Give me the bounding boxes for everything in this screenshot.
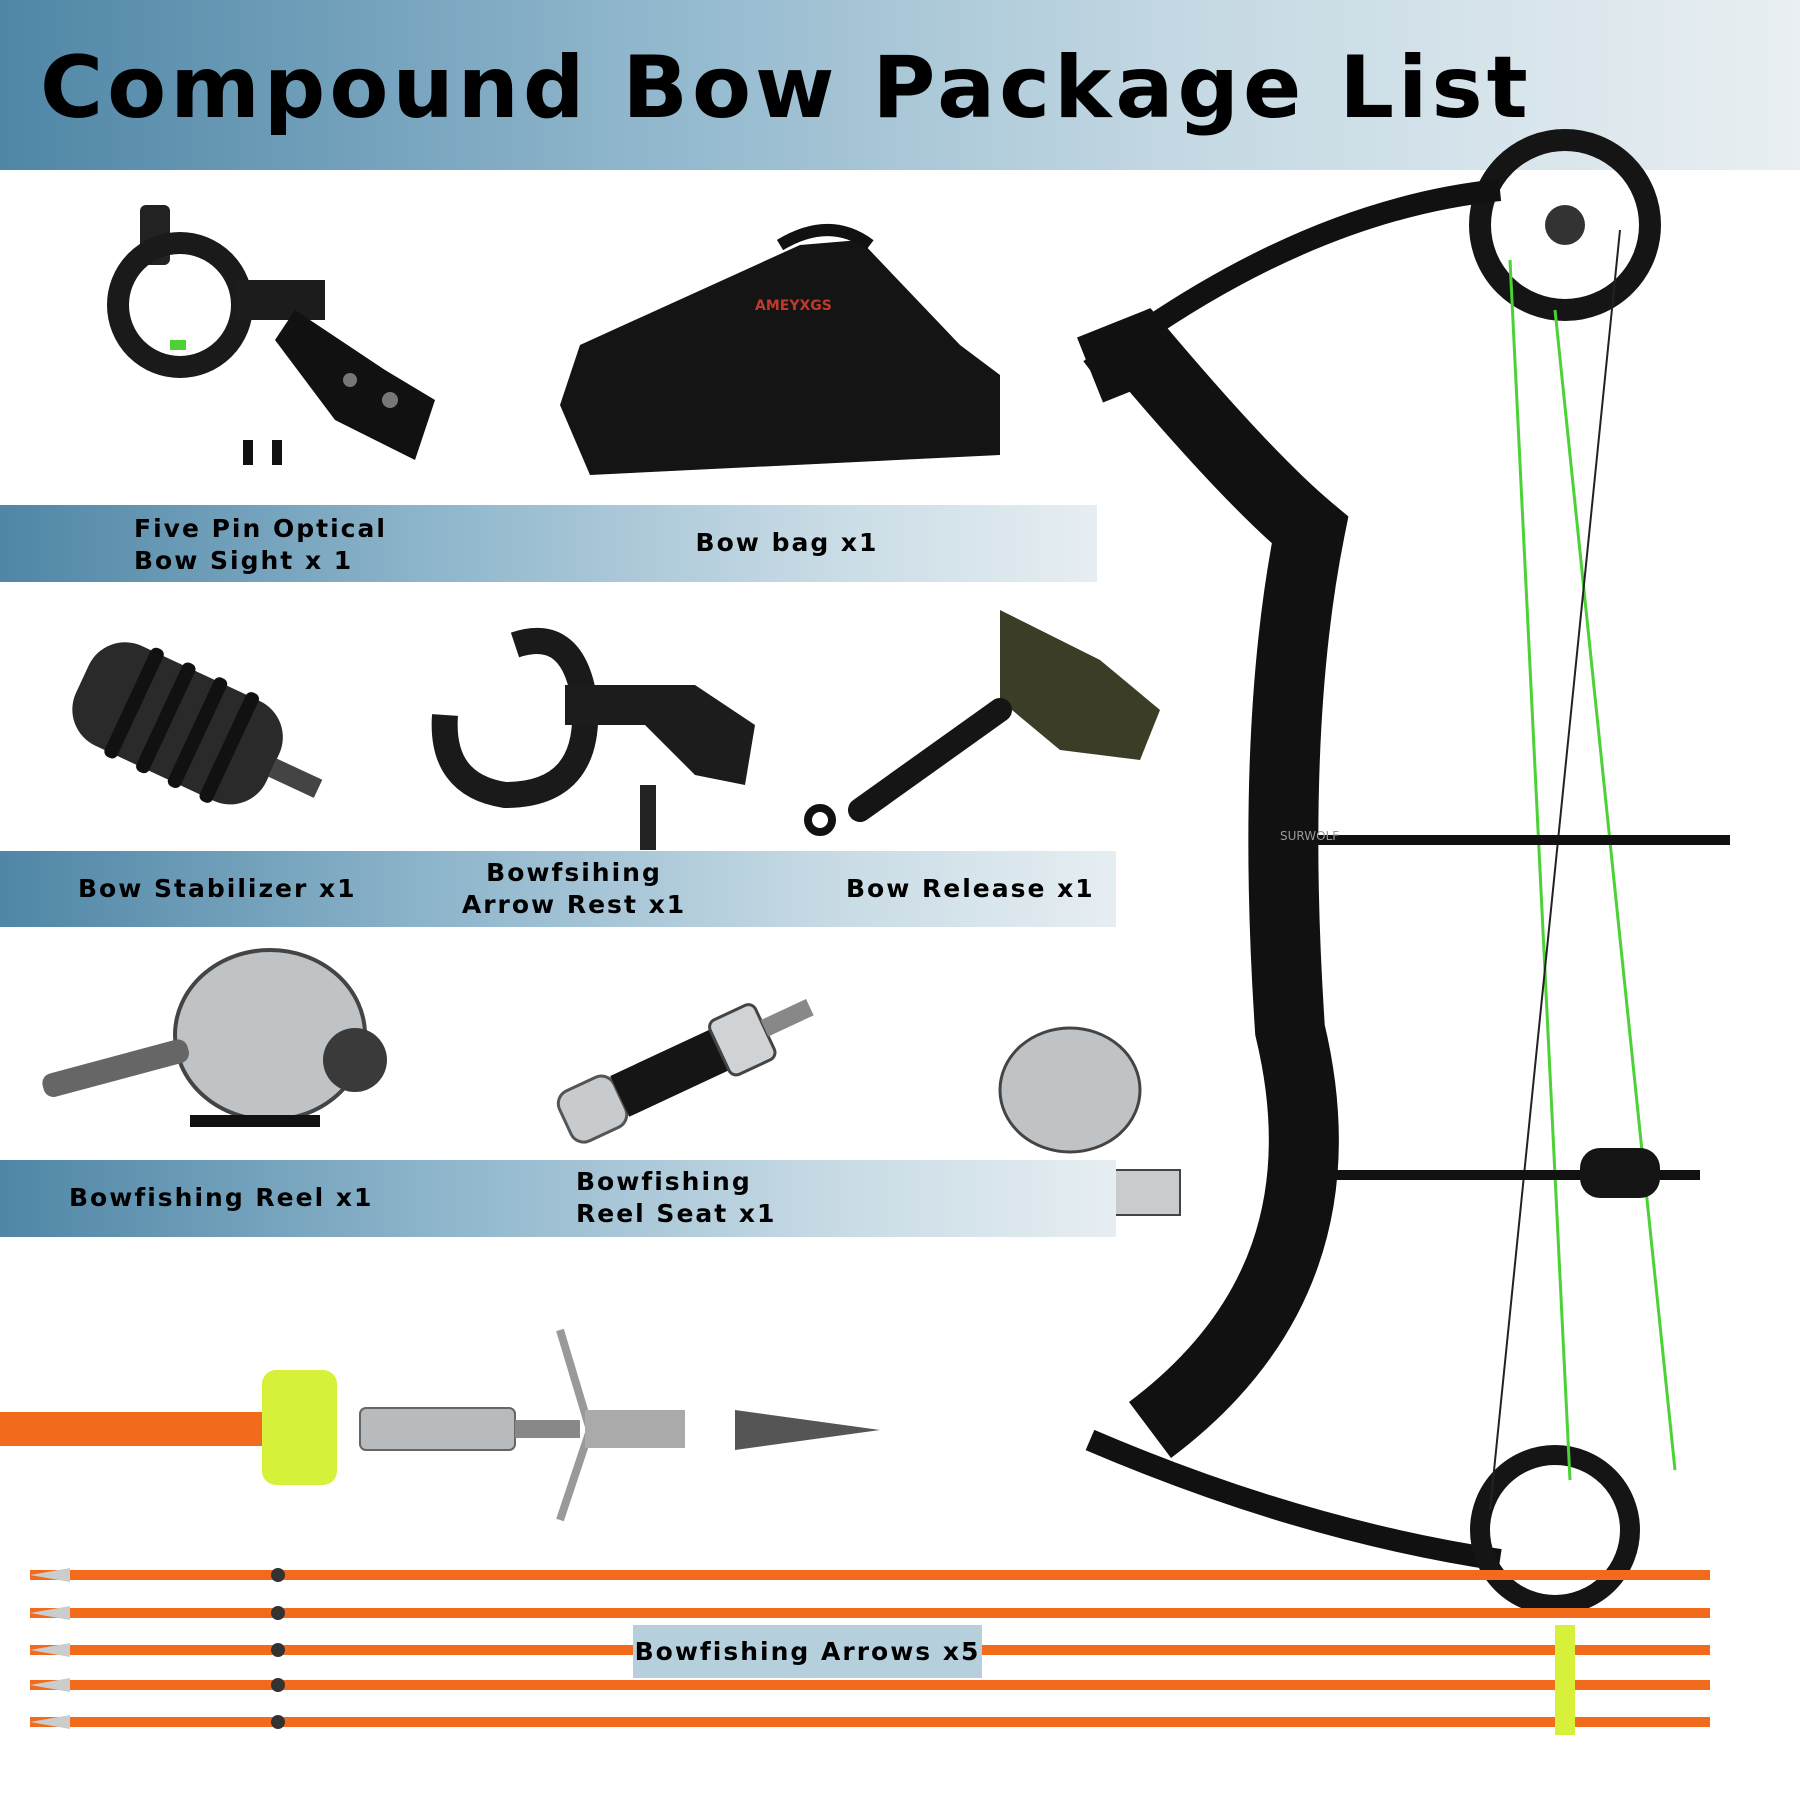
stabilizer-label: Bow Stabilizer x1 <box>78 874 357 903</box>
arrow-shaft <box>30 1568 1710 1582</box>
bow-sight-label-line1: Five Pin Optical <box>134 514 387 543</box>
arrow-rest-label-line2: Arrow Rest x1 <box>461 890 687 919</box>
bow-sight-image <box>107 205 435 465</box>
compound-bow-image: SURWOLF <box>1077 129 1730 1615</box>
arrow-head-closeup-image <box>0 1328 880 1522</box>
arrow-shaft <box>30 1715 1710 1729</box>
arrow-rest-image <box>431 628 755 850</box>
arrow-shaft <box>30 1678 1710 1692</box>
reel-seat-label: Bowfishing Reel Seat x1 <box>576 1166 776 1230</box>
arrow-rest-label-line1: Bowfsihing <box>486 858 662 887</box>
label-band-2: Bow Stabilizer x1 Bowfsihing Arrow Rest … <box>0 851 1116 927</box>
page-title: Compound Bow Package List <box>40 38 1532 138</box>
arrow-rest-label: Bowfsihing Arrow Rest x1 <box>462 857 686 921</box>
bow-release-label: Bow Release x1 <box>846 874 1095 903</box>
reel-seat-image <box>556 999 814 1144</box>
header-banner: Compound Bow Package List <box>0 0 1800 170</box>
arrow-shaft <box>30 1606 1710 1620</box>
bow-brand: SURWOLF <box>1280 829 1339 843</box>
bow-bag-image: AMEYXGS <box>560 224 1000 475</box>
bowfishing-reel-image <box>42 948 387 1127</box>
reel-label: Bowfishing Reel x1 <box>69 1183 374 1212</box>
reel-seat-label-line2: Reel Seat x1 <box>576 1199 777 1228</box>
bow-bag-label: Bow bag x1 <box>695 528 879 557</box>
stabilizer-image <box>72 642 323 805</box>
label-band-1: Five Pin Optical Bow Sight x 1 Bow bag x… <box>0 505 1097 582</box>
reel-seat-label-line1: Bowfishing <box>576 1167 752 1196</box>
arrows-label: Bowfishing Arrows x5 <box>633 1625 982 1678</box>
bow-release-image <box>804 610 1160 836</box>
label-band-3: Bowfishing Reel x1 Bowfishing Reel Seat … <box>0 1160 1116 1237</box>
bow-sight-label: Five Pin Optical Bow Sight x 1 <box>134 513 387 577</box>
bag-brand: AMEYXGS <box>755 298 832 314</box>
bow-sight-label-line2: Bow Sight x 1 <box>134 546 354 575</box>
